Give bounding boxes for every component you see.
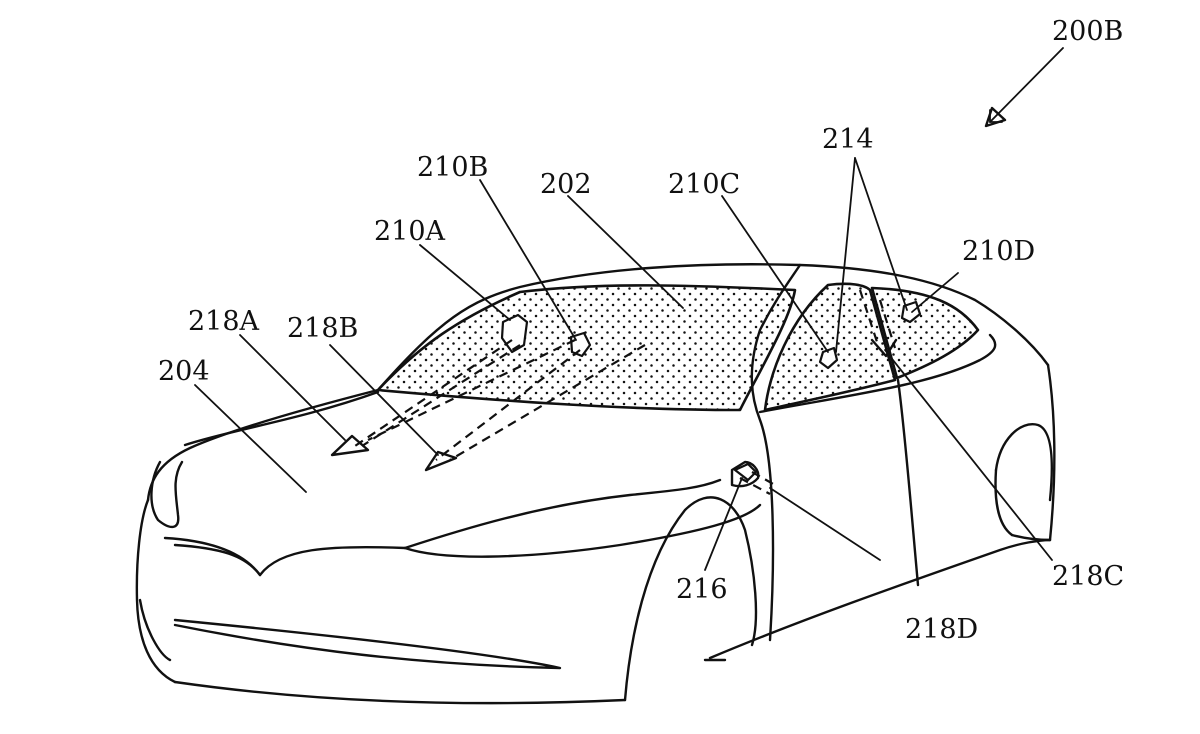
leader-lines — [194, 47, 1064, 571]
label-218a: 218A — [188, 306, 260, 337]
label-210a: 210A — [374, 216, 446, 247]
beam-218b — [367, 339, 646, 472]
label-214: 214 — [822, 124, 874, 155]
label-218d: 218D — [905, 614, 978, 645]
side-window-rear — [870, 286, 980, 380]
label-fig: 200B — [1052, 16, 1123, 47]
side-window-front — [763, 282, 897, 412]
beam-218d — [739, 471, 776, 495]
beam-218c — [858, 289, 898, 358]
label-204: 204 — [158, 356, 210, 387]
label-216: 216 — [676, 574, 728, 605]
label-202: 202 — [540, 169, 592, 200]
label-218b: 218B — [287, 313, 358, 344]
label-210c: 210C — [668, 169, 740, 200]
beam-218a — [330, 339, 521, 457]
sensor-216 — [733, 462, 758, 482]
label-210d: 210D — [962, 236, 1035, 267]
label-210b: 210B — [417, 152, 488, 183]
label-218c: 218C — [1052, 561, 1124, 592]
sensor-210c — [818, 346, 839, 370]
